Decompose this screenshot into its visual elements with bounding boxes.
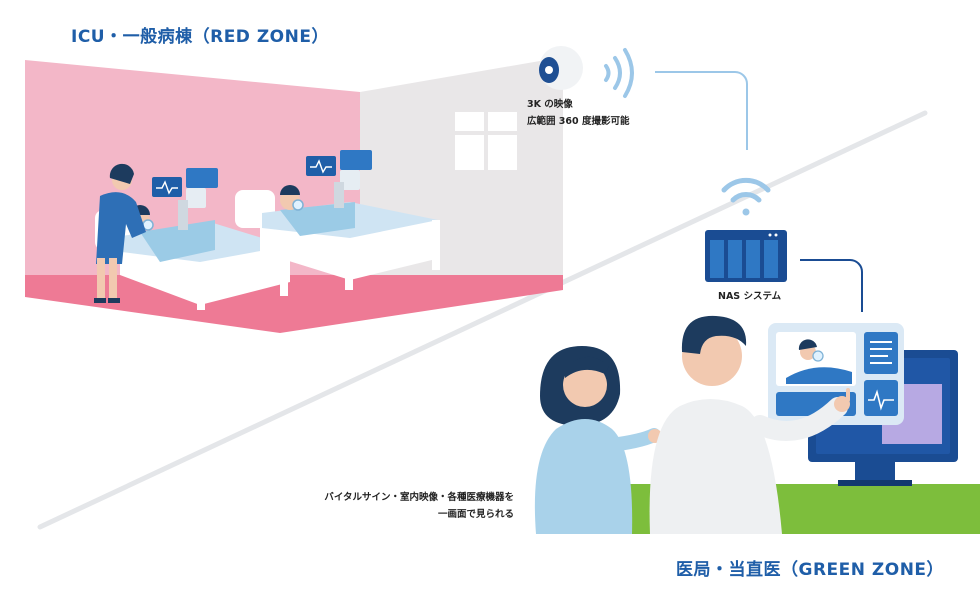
connection-line [655, 71, 748, 150]
room-floor [25, 275, 563, 333]
camera-icon [539, 46, 583, 90]
screen-caption-line-1: バイタルサイン・室内映像・各種医療機器を [324, 492, 514, 503]
floating-dashboard [768, 323, 904, 425]
patient-2 [280, 185, 304, 211]
camera-caption-line-2: 広範囲 360 度撮影可能 [527, 116, 630, 127]
screen-caption-line-2: 一画面で見られる [437, 509, 514, 520]
female-doctor-figure [534, 346, 662, 534]
nas-server-icon [705, 230, 787, 282]
screen-caption: バイタルサイン・室内映像・各種医療機器を 一画面で見られる [324, 489, 514, 523]
zone-divider [37, 110, 928, 530]
male-doctor-figure [649, 315, 850, 534]
wifi-icon [721, 177, 771, 216]
room-window [455, 112, 517, 170]
icu-room [25, 57, 563, 333]
vital-monitor-icon [306, 150, 372, 208]
nas-label: NAS システム [718, 291, 782, 302]
red-zone-title: ICU・一般病棟（RED ZONE） [71, 27, 329, 47]
signal-waves-icon [604, 48, 634, 98]
green-zone-title: 医局・当直医（GREEN ZONE） [676, 560, 945, 580]
camera-caption-line-1: 3K の映像 [527, 99, 573, 110]
connection-line [800, 259, 863, 312]
vital-monitor-icon [152, 168, 218, 230]
camera-caption: 3K の映像 広範囲 360 度撮影可能 [527, 96, 629, 130]
nurse-figure [94, 163, 146, 303]
